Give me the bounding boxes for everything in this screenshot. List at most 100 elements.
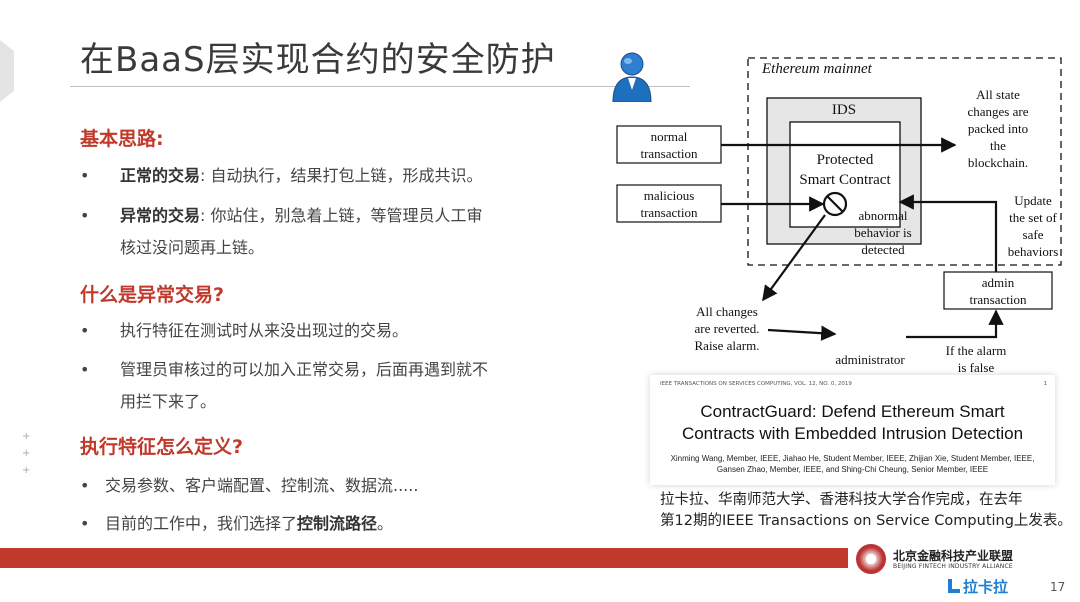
bullet-dot: • [80, 476, 90, 495]
bullet-text-cont: 核过没问题再上链。 [120, 238, 265, 257]
normal-tx-line: normal [650, 129, 688, 144]
contract-label-line: Protected [816, 152, 874, 168]
bullet-text: 目前的工作中，我们选择了 [105, 514, 298, 533]
side-mark: + [22, 465, 31, 476]
update-line: safe [1022, 227, 1044, 242]
caption-line: 拉卡拉、华南师范大学、香港科技大学合作完成，在去年 [660, 492, 1023, 508]
bullet-text-cont: 用拦下来了。 [120, 392, 217, 411]
abnormal-line: behavior is [854, 225, 912, 240]
bullet-dot: • [80, 514, 90, 533]
arrow-to-revert [762, 214, 826, 302]
malicious-tx-label: malicious transaction [617, 187, 721, 221]
administrator-label: administrator [835, 352, 905, 367]
state-line: the [990, 138, 1006, 153]
block-icon-slash [826, 195, 844, 213]
bullet-dot: • [80, 206, 90, 225]
bullet-text: 执行特征在测试时从来没出现过的交易。 [120, 321, 409, 340]
paper-title-line: Contracts with Embedded Intrusion Detect… [681, 424, 1024, 443]
bullet-text: : 自动执行，结果打包上链，形成共识。 [200, 166, 483, 185]
alliance-name-cn: 北京金融科技产业联盟 [893, 549, 1014, 563]
brand-mark-icon [948, 579, 960, 593]
admin-tx-line: admin [981, 275, 1015, 290]
reverted-label: All changes are reverted. Raise alarm. [682, 303, 772, 354]
abnormal-label: abnormal behavior is detected [842, 207, 924, 258]
contractguard-diagram: Ethereum mainnet IDS Protected Smart Con… [610, 50, 1070, 375]
bullet-dot: • [80, 321, 90, 340]
left-content: 基本思路: • 正常的交易: 自动执行，结果打包上链，形成共识。 • 异常的交易… [80, 128, 489, 533]
normal-tx-line: transaction [640, 146, 698, 161]
bullet-text: 。 [377, 514, 394, 533]
normal-tx-box [616, 125, 722, 164]
malicious-tx-box [616, 184, 722, 223]
heading-basic-approach: 基本思路: [80, 128, 164, 150]
bullet-dot: • [80, 360, 90, 379]
reverted-line: are reverted. [694, 321, 760, 336]
ids-label: IDS [831, 102, 857, 118]
paper-header: IEEE TRANSACTIONS ON SERVICES COMPUTING,… [660, 381, 852, 387]
corner-tab-decoration [0, 40, 14, 102]
slide-title: 在BaaS层实现合约的安全防护 [80, 40, 556, 80]
brand-logo: 拉卡拉 [948, 576, 1008, 597]
update-line: behaviors [1007, 244, 1059, 259]
update-line: Update [1014, 193, 1052, 208]
paper-title-line: ContractGuard: Defend Ethereum Smart [700, 402, 1005, 421]
contract-label: Protected Smart Contract [790, 150, 900, 190]
contract-label-line: Smart Contract [799, 172, 891, 188]
update-line: the set of [1009, 210, 1057, 225]
state-line: changes are [967, 104, 1029, 119]
arrow-revert-to-admin [767, 325, 837, 341]
alliance-logo-icon [856, 544, 886, 574]
false-alarm-line: If the alarm [945, 343, 1007, 358]
mainnet-label: Ethereum mainnet [762, 61, 872, 77]
admin-tx-label: admin transaction [944, 274, 1052, 308]
abnormal-line: detected [861, 242, 905, 257]
arrow-admin-to-admin-tx [906, 309, 1004, 339]
bullet-dot: • [80, 166, 90, 185]
malicious-tx-line: malicious [643, 188, 695, 203]
caption-line: 第12期的IEEE Transactions on Service Comput… [660, 513, 1072, 529]
paper-title: ContractGuard: Defend Ethereum Smart Con… [650, 401, 1055, 445]
side-marks: + + + [22, 428, 30, 479]
state-line: blockchain. [967, 155, 1029, 170]
state-line: packed into [967, 121, 1029, 136]
paper-authors-line: Gansen Zhao, Member, IEEE, and Shing-Chi… [716, 465, 989, 474]
bullet-bold: 异常的交易 [120, 206, 201, 225]
paper-authors: Xinming Wang, Member, IEEE, Jiahao He, S… [650, 453, 1055, 475]
paper-screenshot: IEEE TRANSACTIONS ON SERVICES COMPUTING,… [650, 375, 1055, 485]
admin-tx-line: transaction [969, 292, 1027, 307]
diagram-shapes [616, 57, 1062, 341]
bullet-text: : 你站住，别急着上链，等管理员人工审 [200, 206, 483, 225]
title-divider [70, 86, 690, 87]
bullet-bold: 控制流路径 [297, 514, 378, 533]
administrator-icon [612, 52, 652, 102]
brand-name: 拉卡拉 [963, 578, 1009, 596]
side-mark: + [22, 448, 31, 459]
false-alarm-label: If the alarm is false [932, 342, 1020, 376]
contract-box [789, 121, 901, 228]
side-mark: + [22, 431, 31, 442]
footer-band [0, 548, 1080, 568]
abnormal-line: abnormal [858, 208, 908, 223]
reverted-line: Raise alarm. [694, 338, 760, 353]
paper-caption: 拉卡拉、华南师范大学、香港科技大学合作完成，在去年 第12期的IEEE Tran… [660, 490, 1072, 532]
malicious-tx-line: transaction [640, 205, 698, 220]
page-number: 17 [1050, 580, 1066, 594]
update-safe-label: Update the set of safe behaviors [1000, 192, 1066, 260]
bullet-text: 交易参数、客户端配置、控制流、数据流..... [105, 476, 419, 495]
bullet-bold: 正常的交易 [120, 166, 201, 185]
normal-tx-label: normal transaction [617, 128, 721, 162]
bullet-text: 管理员审核过的可以加入正常交易，后面再遇到就不 [120, 360, 489, 379]
reverted-line: All changes [696, 304, 758, 319]
paper-authors-line: Xinming Wang, Member, IEEE, Jiahao He, S… [670, 454, 1035, 463]
paper-page: 1 [1043, 381, 1048, 387]
heading-feature-definition: 执行特征怎么定义? [80, 436, 244, 458]
false-alarm-line: is false [957, 360, 995, 375]
arrow-update-safe-set [898, 194, 998, 272]
admin-tx-box [943, 271, 1053, 310]
state-line: All state [976, 87, 1020, 102]
alliance-name-en: BEIJING FINTECH INDUSTRY ALLIANCE [893, 563, 1013, 570]
state-packed-label: All state changes are packed into the bl… [952, 86, 1044, 171]
mainnet-boundary [747, 57, 1062, 266]
heading-what-is-abnormal: 什么是异常交易? [80, 284, 225, 306]
footer-logo-area [848, 544, 1080, 570]
